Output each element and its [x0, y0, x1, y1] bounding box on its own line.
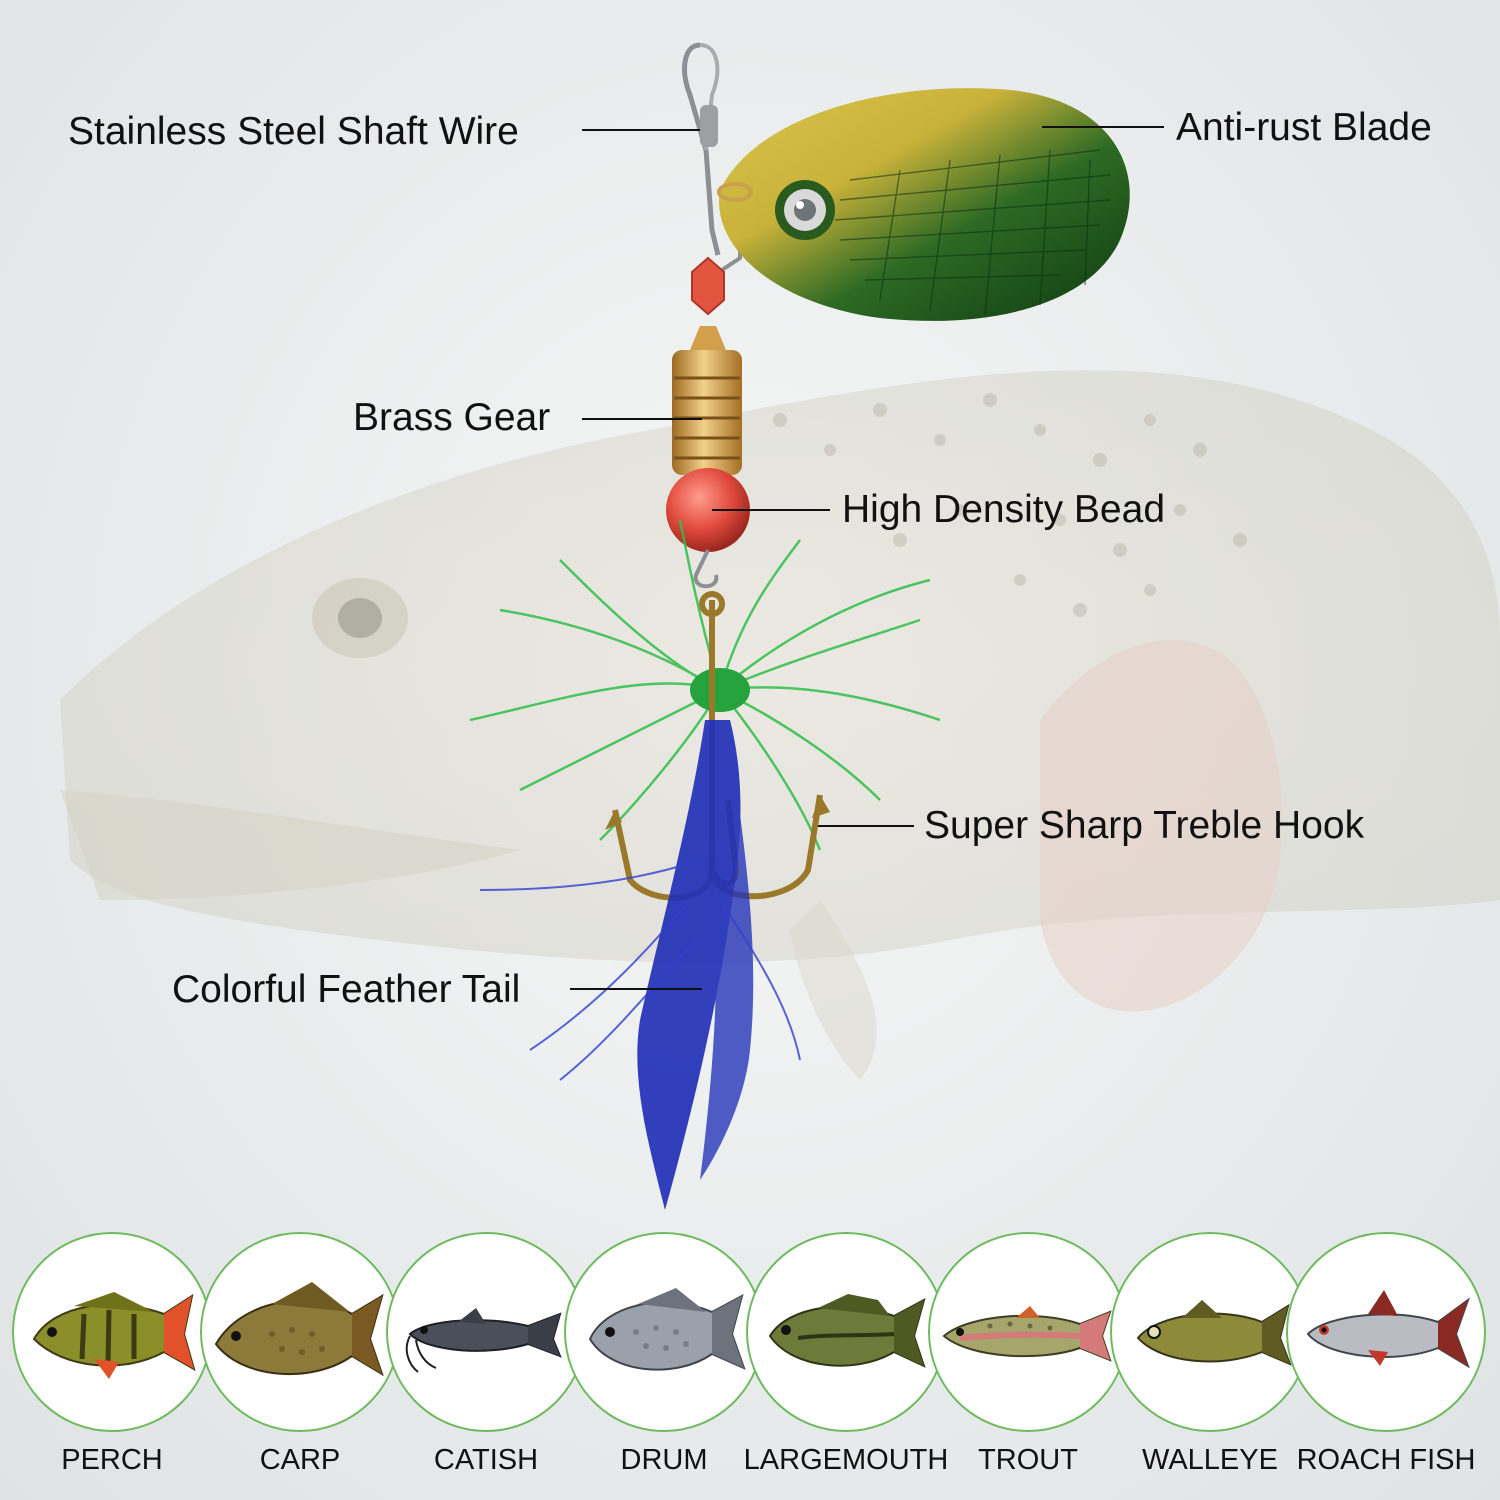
callout-treble-hook: Super Sharp Treble Hook — [924, 804, 1365, 847]
species-circle — [1286, 1232, 1486, 1432]
callout-feather-tail: Colorful Feather Tail — [172, 968, 521, 1011]
species-roach-fish: ROACH FISH — [1286, 1232, 1486, 1500]
high-density-bead — [666, 468, 750, 552]
trout-icon — [942, 1306, 1112, 1362]
roach-fish-icon — [1306, 1290, 1471, 1369]
species-label: LARGEMOUTH — [743, 1444, 949, 1476]
species-carp: CARP — [200, 1232, 400, 1500]
leader-line-treble-hook — [818, 825, 914, 827]
species-trout: TROUT — [928, 1232, 1128, 1500]
callout-brass-gear: Brass Gear — [353, 396, 551, 439]
species-circle — [1110, 1232, 1310, 1432]
callout-blade: Anti-rust Blade — [1176, 106, 1432, 149]
callout-shaft-wire: Stainless Steel Shaft Wire — [68, 110, 519, 153]
largemouth-bass-icon — [768, 1294, 926, 1368]
species-largemouth: LARGEMOUTH — [744, 1232, 948, 1500]
background-fish-jaw — [60, 790, 520, 900]
leader-line-brass-gear — [582, 418, 702, 420]
species-circle — [928, 1232, 1128, 1432]
faceted-bead — [691, 256, 725, 316]
leader-line-shaft-wire — [582, 129, 700, 131]
species-label: DRUM — [620, 1444, 708, 1476]
catfish-icon — [405, 1308, 562, 1373]
drum-icon — [588, 1288, 746, 1371]
blade — [719, 88, 1130, 321]
species-circle — [746, 1232, 946, 1432]
species-perch: PERCH — [12, 1232, 212, 1500]
species-label: CARP — [259, 1444, 341, 1476]
walleye-icon — [1136, 1300, 1292, 1366]
species-circle — [12, 1232, 212, 1432]
carp-icon — [214, 1282, 384, 1377]
species-drum: DRUM — [564, 1232, 764, 1500]
brass-gear — [672, 350, 742, 475]
species-label: TROUT — [978, 1444, 1078, 1476]
background-fin — [790, 900, 877, 1080]
species-catfish: CATISH — [386, 1232, 586, 1500]
leader-line-feather-tail — [570, 988, 702, 990]
species-label: ROACH FISH — [1296, 1444, 1476, 1476]
species-label: CATISH — [433, 1444, 539, 1476]
blade-scales — [834, 149, 1111, 316]
species-label: PERCH — [61, 1444, 163, 1476]
leader-line-bead — [712, 509, 830, 511]
species-label: WALLEYE — [1142, 1444, 1278, 1476]
species-circle — [564, 1232, 764, 1432]
snap-swivel — [682, 42, 721, 256]
background-hand — [1040, 640, 1283, 1012]
perch-icon — [32, 1292, 196, 1379]
callout-bead: High Density Bead — [842, 488, 1166, 531]
leader-line-blade — [1042, 126, 1164, 128]
species-circle — [386, 1232, 586, 1432]
background-fish-spots — [773, 393, 1247, 617]
species-walleye: WALLEYE — [1110, 1232, 1310, 1500]
species-circle — [200, 1232, 400, 1432]
blue-feather-tail — [637, 720, 754, 1210]
